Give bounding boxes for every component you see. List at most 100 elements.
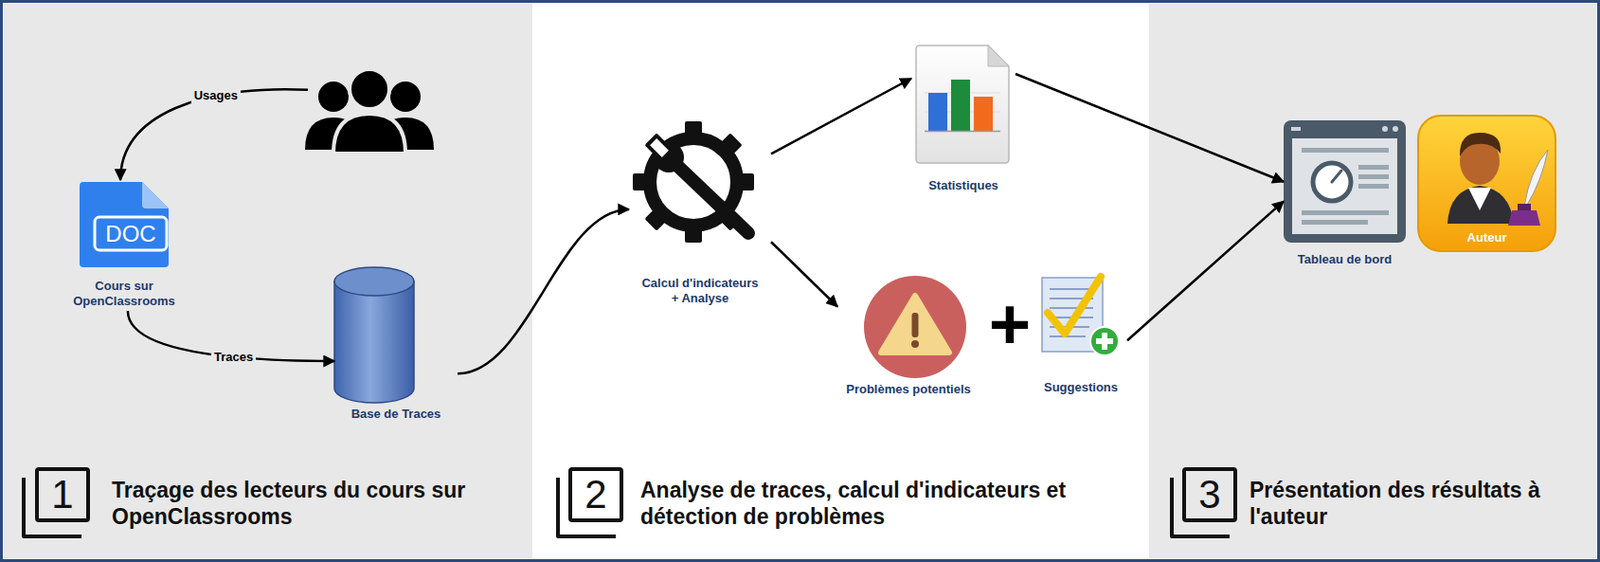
node-label: DOC bbox=[94, 216, 167, 251]
svg-circle bbox=[653, 142, 684, 173]
svg-rect bbox=[1358, 183, 1389, 189]
svg-rect bbox=[714, 132, 743, 162]
dashboard-node: Tableau de bord bbox=[1283, 120, 1406, 270]
svg-line bbox=[1049, 316, 1094, 319]
svg-circle bbox=[1090, 326, 1119, 356]
svg-line bbox=[924, 92, 1001, 94]
problem-node: Problèmes potentiels bbox=[837, 275, 980, 399]
users-icon bbox=[305, 69, 434, 154]
step-caption: Traçage des lecteurs du cours sur OpenCl… bbox=[111, 476, 520, 530]
process-node: Calcul d'indicateurs + Analyse bbox=[629, 121, 772, 313]
svg-path bbox=[916, 45, 1009, 163]
flow-arrow bbox=[457, 209, 630, 374]
svg-rect bbox=[928, 92, 948, 131]
svg-rect bbox=[1292, 138, 1398, 234]
svg-path bbox=[1468, 187, 1492, 211]
node-label: Statistiques bbox=[911, 178, 1016, 194]
svg-line bbox=[672, 161, 749, 234]
svg-circle bbox=[1392, 125, 1399, 132]
svg-path bbox=[557, 477, 616, 537]
svg-rect bbox=[644, 132, 673, 162]
statistics-node: Statistiques bbox=[911, 45, 1016, 196]
svg-rect bbox=[951, 79, 971, 131]
edge-label: Usages bbox=[191, 88, 241, 104]
flow-arrow bbox=[1127, 200, 1284, 341]
svg-path bbox=[333, 113, 406, 154]
svg-line bbox=[1049, 325, 1090, 328]
svg-circle bbox=[1382, 125, 1388, 132]
svg-circle bbox=[349, 69, 390, 109]
svg-circle bbox=[318, 81, 349, 112]
node-label: Cours sur OpenClassrooms bbox=[62, 278, 186, 309]
svg-rect bbox=[1042, 277, 1103, 352]
svg-path bbox=[305, 117, 359, 150]
document-icon bbox=[79, 181, 169, 268]
svg-rect bbox=[912, 312, 919, 338]
svg-rect bbox=[684, 219, 702, 243]
svg-rect bbox=[1517, 203, 1531, 212]
step-number: 1 bbox=[35, 467, 90, 522]
suggestion-node: Suggestions bbox=[1034, 273, 1128, 397]
flow-arrow bbox=[1015, 73, 1284, 182]
svg-ellipse bbox=[334, 267, 414, 296]
svg-ellipse bbox=[1459, 137, 1500, 185]
svg-rect bbox=[649, 138, 669, 158]
edge-label: Traces bbox=[211, 349, 256, 365]
svg-rect bbox=[1418, 115, 1556, 252]
svg-rect bbox=[1358, 164, 1389, 170]
svg-rect bbox=[1301, 219, 1368, 225]
svg-rect bbox=[714, 202, 743, 232]
svg-g bbox=[632, 121, 755, 243]
plus-sign: + bbox=[981, 286, 1039, 362]
svg-path bbox=[1447, 185, 1514, 224]
svg-rect bbox=[731, 173, 755, 191]
step-frame-shadow bbox=[23, 477, 1230, 537]
svg-line bbox=[1049, 335, 1086, 338]
svg-circle bbox=[1312, 162, 1351, 201]
step-caption: Analyse de traces, calcul d'indicateurs … bbox=[640, 476, 1133, 530]
svg-circle bbox=[863, 275, 967, 378]
node-label: Calcul d'indicateurs + Analyse bbox=[638, 275, 762, 306]
svg-path bbox=[1047, 276, 1101, 334]
step-number: 3 bbox=[1182, 467, 1238, 522]
database-node: Base de Traces bbox=[334, 267, 458, 424]
node-label: Auteur bbox=[1418, 230, 1556, 246]
svg-rect bbox=[94, 216, 167, 251]
svg-rect bbox=[632, 173, 656, 191]
svg-path bbox=[1524, 149, 1548, 207]
node-label: Suggestions bbox=[1034, 379, 1128, 396]
statistics-icon bbox=[916, 45, 1009, 163]
svg-path bbox=[988, 45, 1009, 67]
svg-line bbox=[924, 130, 1001, 133]
step-caption: Présentation des résultats à l'auteur bbox=[1249, 476, 1586, 530]
svg-path bbox=[334, 281, 414, 403]
author-node: Auteur bbox=[1418, 115, 1556, 252]
users-node bbox=[307, 71, 432, 153]
svg-rect bbox=[644, 202, 673, 232]
svg-line bbox=[1049, 306, 1094, 309]
node-label: Base de Traces bbox=[334, 406, 458, 422]
database-cylinder bbox=[334, 267, 414, 403]
svg-rect bbox=[973, 96, 993, 131]
stage-panel: 1 Traçage des lecteurs du cours sur OpenC… bbox=[3, 3, 533, 558]
gear-wrench-icon bbox=[632, 121, 755, 243]
svg-rect bbox=[1291, 126, 1301, 131]
svg-line bbox=[1331, 170, 1342, 182]
warning-icon bbox=[863, 275, 967, 378]
svg-rect bbox=[1283, 120, 1406, 243]
svg-circle bbox=[649, 138, 738, 226]
svg-line bbox=[1049, 287, 1094, 290]
svg-rect bbox=[1358, 174, 1389, 180]
flow-arrow bbox=[771, 241, 838, 306]
stage-panel: 2Analyse de traces, calcul d'indicateurs… bbox=[532, 3, 1150, 558]
svg-rect bbox=[1101, 332, 1108, 350]
flow-arrow bbox=[771, 78, 912, 155]
svg-path bbox=[380, 117, 434, 150]
svg-path bbox=[1459, 132, 1501, 157]
node-label: Problèmes potentiels bbox=[837, 381, 980, 397]
dashboard-icon bbox=[1283, 120, 1406, 243]
author-icon bbox=[1418, 115, 1556, 252]
svg-rect bbox=[684, 121, 702, 144]
